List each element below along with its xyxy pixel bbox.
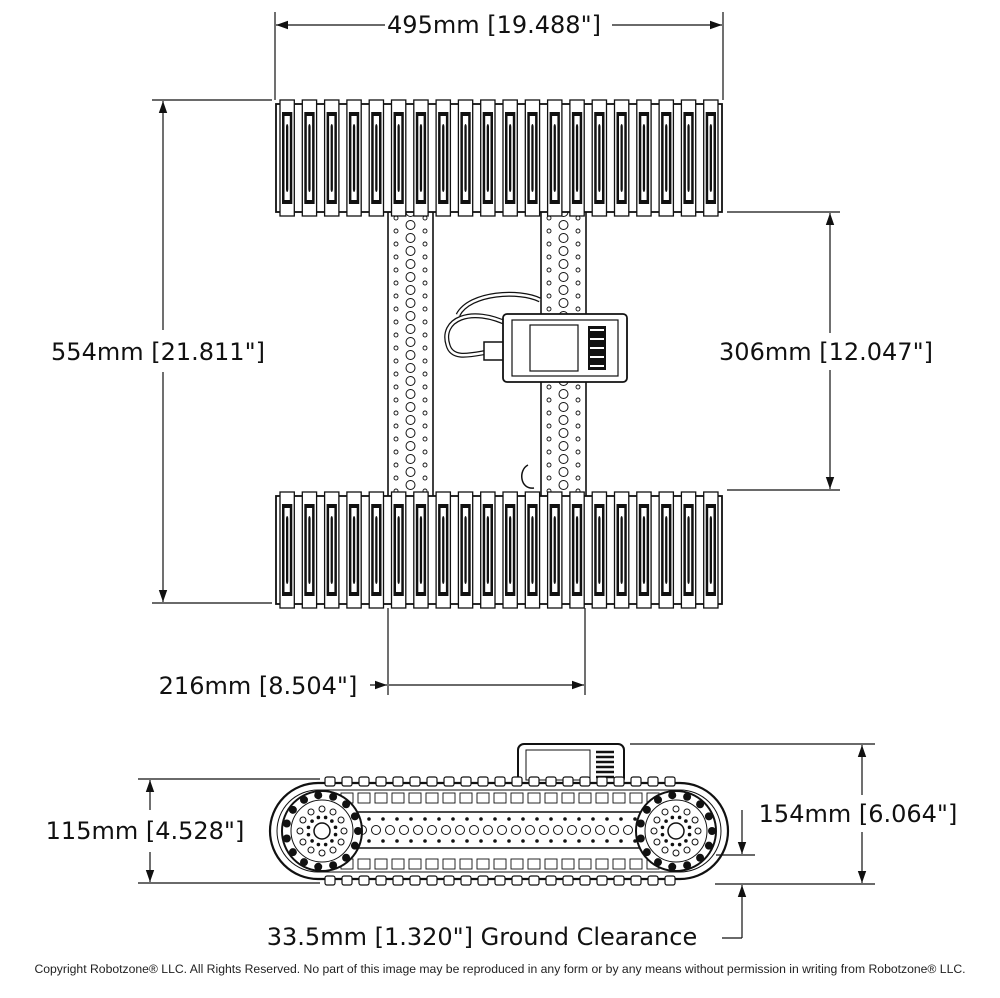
front-sprocket [635,790,717,872]
rear-sprocket [281,790,363,872]
ground-clearance-label: 33.5mm [1.320"] Ground Clearance [267,923,697,951]
overall-height-label: 154mm [6.064"] [759,800,958,828]
dimension-lines [138,12,875,939]
left-channel [387,199,434,499]
top-view [275,99,723,609]
channel-spacing-label: 216mm [8.504"] [159,672,358,700]
overall-width-label: 495mm [19.488"] [387,11,601,39]
upper-track [275,99,723,217]
overall-length-label: 554mm [21.811"] [51,338,265,366]
battery-module [444,291,628,489]
track-gap-label: 306mm [12.047"] [719,338,933,366]
side-view [268,743,730,886]
track-height-label: 115mm [4.528"] [46,817,245,845]
lower-track [275,491,723,609]
copyright-notice: Copyright Robotzone® LLC. All Rights Res… [34,962,966,976]
